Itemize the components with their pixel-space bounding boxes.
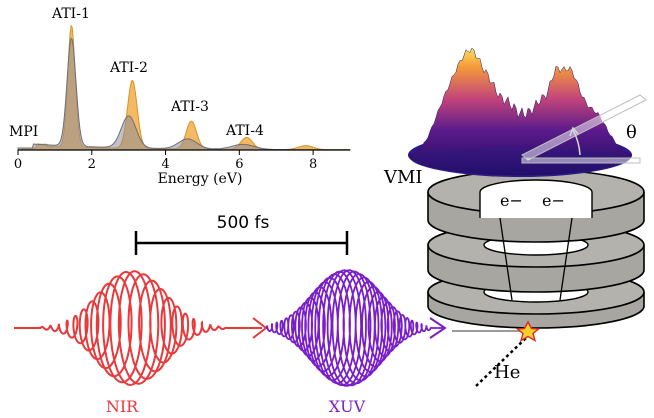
x-tick-label: 4 <box>161 157 169 172</box>
theta-indicator: θ <box>521 94 647 164</box>
vmi-image-surface <box>407 47 633 177</box>
vmi-label: VMI <box>383 167 423 188</box>
electron-trajectory-lines <box>499 217 573 301</box>
helium-target: He <box>452 320 541 387</box>
pulse-train: NIR XUV <box>14 269 447 416</box>
xuv-pulse <box>265 269 443 387</box>
delay-label: 500 fs <box>217 213 270 233</box>
peak-label-mpi: MPI <box>9 124 38 140</box>
target-label: He <box>494 362 520 383</box>
x-tick-label: 6 <box>235 157 243 172</box>
detector-ring-top <box>427 169 645 243</box>
nir-pulse <box>14 270 262 386</box>
xuv-label: XUV <box>329 397 366 416</box>
x-tick-label: 2 <box>88 157 96 172</box>
x-tick-label: 8 <box>309 157 317 172</box>
vmi-detector: e− e− θ VMI <box>383 47 647 329</box>
spectrum-x-label: Energy (eV) <box>158 171 243 187</box>
peak-label-ati-3: ATI-3 <box>170 99 209 115</box>
peak-label-ati-2: ATI-2 <box>109 60 148 76</box>
spectrum-x-ticks: 0 2 4 6 8 <box>14 150 317 172</box>
peak-label-ati-4: ATI-4 <box>225 123 264 139</box>
electron-label-2: e− <box>542 191 565 210</box>
vmi-image-peaks <box>407 47 633 176</box>
x-tick-label: 0 <box>14 157 22 172</box>
spectrum-series-orange <box>18 24 351 151</box>
delay-bracket: 500 fs <box>134 213 349 255</box>
electron-label-1: e− <box>500 191 523 210</box>
spectrum-series-gray <box>17 37 351 151</box>
interaction-star-icon <box>515 320 541 342</box>
angle-label: θ <box>626 122 637 143</box>
peak-label-ati-1: ATI-1 <box>51 6 90 22</box>
xuv-arrow-icon <box>429 317 447 339</box>
nir-label: NIR <box>106 397 139 416</box>
